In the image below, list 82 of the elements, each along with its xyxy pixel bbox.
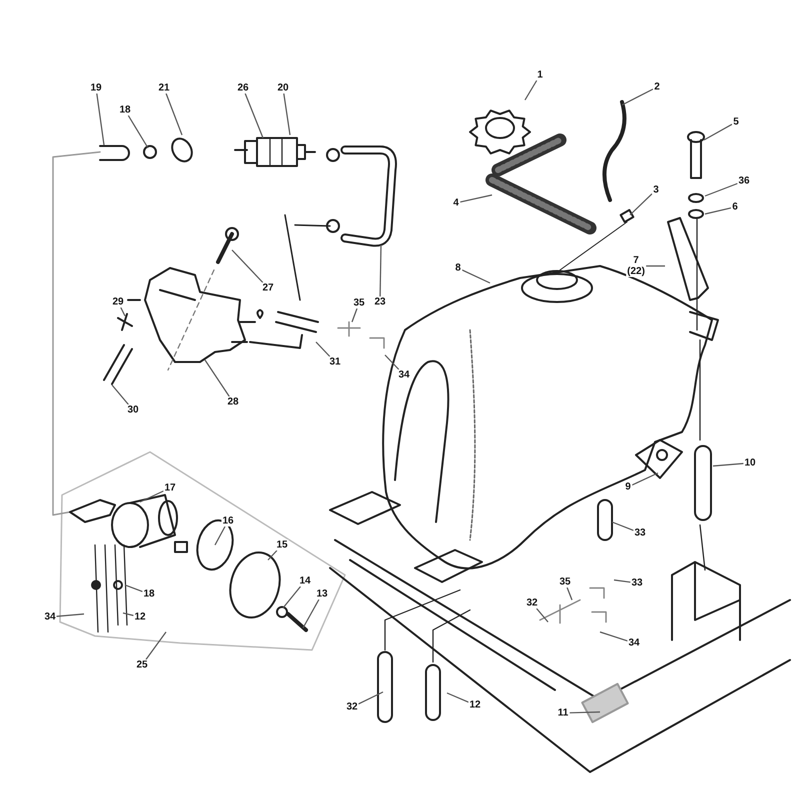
callout-number: 35 — [352, 298, 366, 308]
callout-number: 31 — [328, 356, 342, 368]
leader-line — [56, 613, 84, 617]
leader-line — [204, 360, 230, 397]
callout-number: 32 — [525, 598, 539, 608]
leader-line — [536, 608, 548, 622]
leader-line — [140, 490, 164, 503]
leader-line — [120, 307, 126, 316]
callout-number: 27 — [261, 282, 275, 294]
callout-number: 5 — [732, 116, 740, 128]
callout-number: 34 — [43, 612, 57, 622]
leader-line — [646, 265, 665, 267]
leader-line — [146, 632, 166, 660]
callout-number: 3 — [652, 184, 660, 196]
leader-line — [302, 599, 320, 628]
callout-number: 8 — [454, 262, 462, 274]
leader-line — [524, 80, 538, 100]
callout-number: 2 — [653, 82, 661, 92]
leader-line — [380, 244, 382, 297]
leader-line — [600, 631, 628, 642]
leader-line — [244, 93, 264, 138]
callout-number: 18 — [142, 588, 156, 600]
leader-line — [232, 250, 264, 283]
callout-number: 12 — [133, 612, 147, 622]
callout-number: 36 — [737, 176, 751, 186]
callout-number: 25 — [135, 660, 149, 670]
callout-number: 34 — [627, 638, 641, 648]
leader-line — [316, 342, 330, 357]
leader-line — [630, 193, 652, 216]
leader-line — [96, 93, 105, 146]
callout-number: 33 — [633, 528, 647, 538]
leader-line — [358, 691, 384, 704]
leader-line — [704, 182, 738, 197]
leader-line — [712, 462, 744, 467]
leader-line — [704, 124, 732, 141]
callout-number: 32 — [345, 702, 359, 712]
leader-line — [460, 194, 492, 203]
leader-line — [124, 584, 143, 592]
callout-number: 7 (22) — [626, 255, 646, 277]
callout-number: 34 — [397, 370, 411, 380]
leader-line — [632, 472, 658, 486]
callout-number: 23 — [373, 296, 387, 308]
callout-number: 4 — [452, 198, 460, 208]
callout-number: 15 — [275, 540, 289, 550]
callout-number: 18 — [118, 104, 132, 116]
leader-line — [569, 711, 600, 714]
leader-line — [128, 115, 149, 148]
leader-line — [166, 93, 183, 136]
callout-number: 12 — [468, 700, 482, 710]
leader-line — [622, 88, 654, 106]
callout-number: 16 — [221, 516, 235, 526]
leader-line — [446, 692, 469, 703]
callout-number: 30 — [126, 404, 140, 416]
leader-line — [282, 586, 301, 608]
leader-line — [122, 612, 134, 616]
callout-number: 11 — [556, 708, 570, 718]
leader-line — [268, 550, 278, 560]
callout-number: 35 — [558, 576, 572, 588]
leader-line — [351, 308, 358, 322]
callout-number: 10 — [743, 458, 757, 468]
leader-line — [462, 269, 490, 284]
leader-line — [214, 526, 226, 546]
leader-line — [283, 93, 291, 136]
callout-number: 13 — [315, 588, 329, 600]
leader-line — [612, 521, 634, 531]
leader-line — [384, 354, 400, 370]
callout-number: 21 — [157, 82, 171, 94]
callout-number: 20 — [276, 82, 290, 94]
leader-line — [614, 579, 631, 583]
callout-number: 6 — [731, 202, 739, 212]
callout-number: 26 — [236, 82, 250, 94]
callout-number: 28 — [226, 396, 240, 408]
callout-number: 14 — [298, 576, 312, 586]
callout-number: 9 — [624, 482, 632, 492]
callout-number: 17 — [163, 482, 177, 494]
callout-number: 19 — [89, 82, 103, 94]
leader-line — [566, 587, 573, 600]
callout-number: 29 — [111, 296, 125, 308]
callout-number: 1 — [536, 70, 544, 80]
callout-number: 33 — [630, 578, 644, 588]
leader-line — [704, 207, 732, 215]
leader-line — [112, 384, 129, 405]
